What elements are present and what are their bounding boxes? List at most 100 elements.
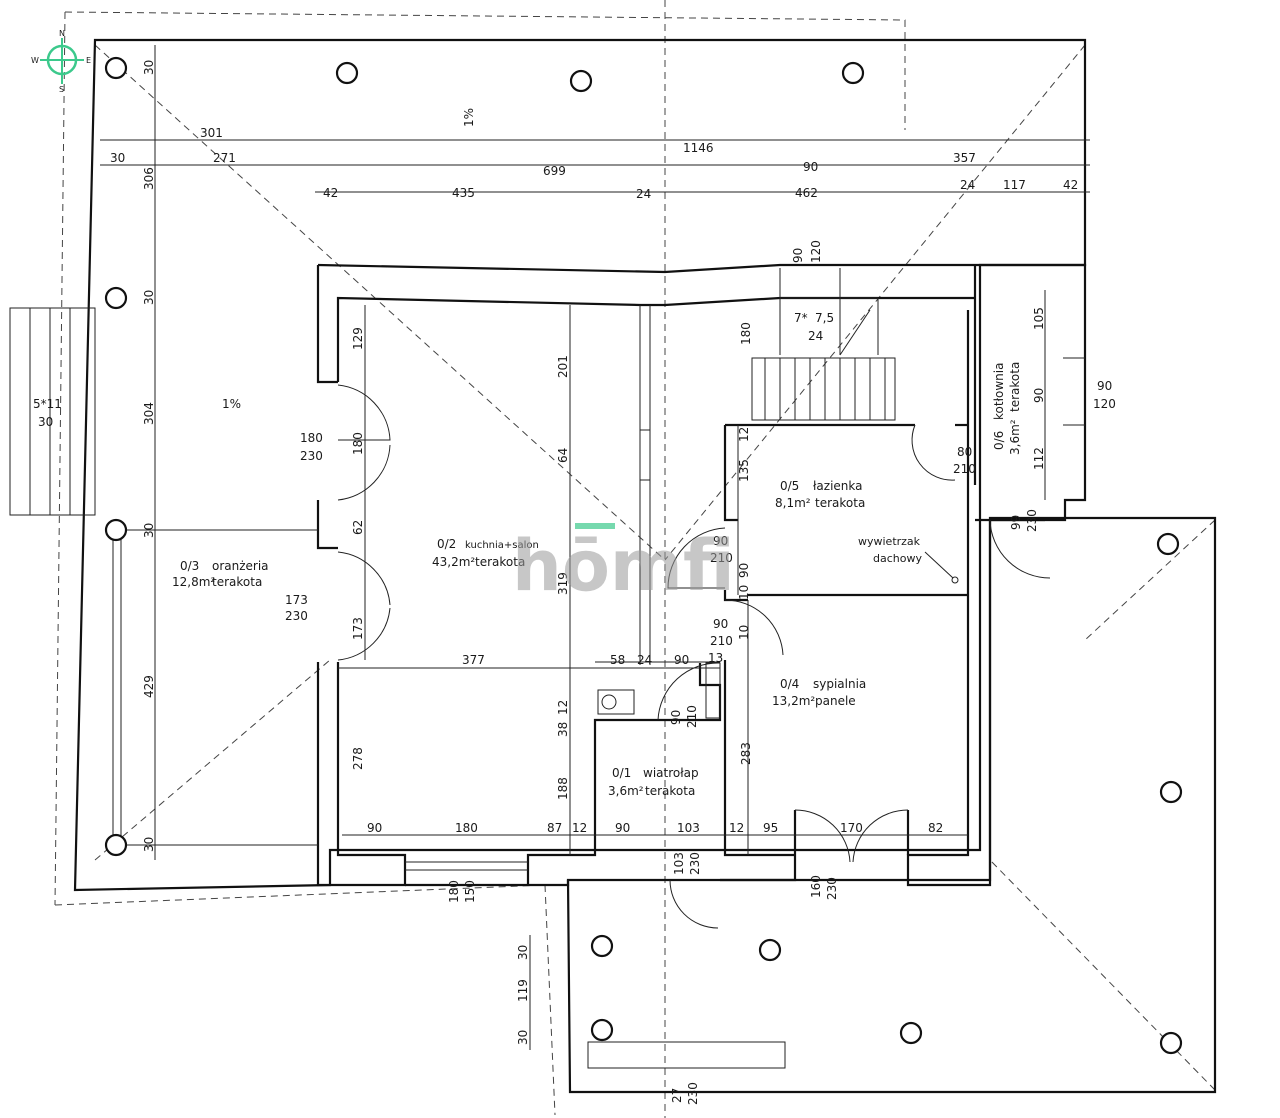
room-area: 8,1m² xyxy=(775,496,811,510)
dim-label: 357 xyxy=(953,151,976,165)
dim-label: 62 xyxy=(351,520,365,535)
dim-label: 90 xyxy=(669,710,683,725)
dim-label: 13 xyxy=(708,651,723,665)
room-name: sypialnia xyxy=(813,677,866,691)
dim-label: 103 xyxy=(672,852,686,875)
dim-label: 117 xyxy=(1003,178,1026,192)
dim-label: 12 xyxy=(729,821,744,835)
room-label-0-5: 0/5 łazienka 8,1m² terakota xyxy=(775,479,865,510)
room-finish: terakota xyxy=(1008,362,1022,412)
bottom-dimensions: 90 180 87 12 90 103 12 95 170 82 xyxy=(367,821,943,835)
room-finish: terakota xyxy=(815,496,865,510)
dim-label: 30 xyxy=(516,1030,530,1045)
stair-left-label: 5*11 xyxy=(33,397,62,411)
dim-label: 42 xyxy=(1063,178,1078,192)
compass-w: W xyxy=(31,56,39,65)
dim-label: 90 xyxy=(713,617,728,631)
room-name: kotłownia xyxy=(992,363,1006,420)
dim-label: 12 xyxy=(556,700,570,715)
dim-label: 30 xyxy=(142,290,156,305)
room-area: 12,8m² xyxy=(172,575,215,589)
room-number: 0/4 xyxy=(780,677,799,691)
dim-label: 30 xyxy=(516,945,530,960)
dim-label: 12 xyxy=(572,821,587,835)
dim-label: 429 xyxy=(142,675,156,698)
vent-label-2: dachowy xyxy=(873,552,922,565)
room-name: kuchnia+salon xyxy=(465,540,539,551)
dim-label: 271 xyxy=(213,151,236,165)
dim-label: 99 xyxy=(1009,515,1023,530)
compass-icon: N S E W xyxy=(31,29,91,94)
compass-e: E xyxy=(86,56,91,65)
dim-label: 210 xyxy=(710,634,733,648)
dim-label: 301 xyxy=(200,126,223,140)
dim-label: 90 xyxy=(737,563,751,578)
dim-label: 87 xyxy=(547,821,562,835)
room-label-0-3: 0/3 oranżeria 12,8m² terakota xyxy=(172,559,269,589)
dim-label: 10 xyxy=(737,625,751,640)
room-finish: panele xyxy=(815,694,856,708)
dim-label: 90 xyxy=(1097,379,1112,393)
dim-label: 230 xyxy=(688,852,702,875)
dim-label: 90 xyxy=(713,534,728,548)
room-finish: terakota xyxy=(645,784,695,798)
vent-annotation: wywietrzak dachowy xyxy=(858,535,959,584)
dim-label: 120 xyxy=(809,240,823,263)
left-dimensions: 30 306 30 304 30 429 30 xyxy=(142,60,156,852)
dim-label: 201 xyxy=(556,355,570,378)
room-label-0-4: 0/4 sypialnia 13,2m² panele xyxy=(772,677,866,708)
dim-label: 30 xyxy=(142,837,156,852)
room-label-0-6: 0/6 kotłownia 3,6m² terakota xyxy=(992,362,1022,455)
dim-label: 90 xyxy=(803,160,818,174)
compass-s: S xyxy=(59,85,64,94)
opening-dimensions: 90 120 180 230 180 173 230 90 210 90 210… xyxy=(285,240,1116,1105)
room-name: wiatrołap xyxy=(643,766,699,780)
dim-label: 58 xyxy=(610,653,625,667)
stair-left-sub: 30 xyxy=(38,415,53,429)
dim-label: 180 xyxy=(351,432,365,455)
dim-label: 24 xyxy=(636,187,651,201)
stair-main-2: 7,5 xyxy=(815,311,834,325)
dim-label: 12 xyxy=(737,427,751,442)
dim-label: 462 xyxy=(795,186,818,200)
dim-label: 90 xyxy=(615,821,630,835)
room-label-0-1: 0/1 wiatrołap 3,6m² terakota xyxy=(608,766,699,798)
dim-label: 210 xyxy=(953,462,976,476)
dim-label: 27 xyxy=(670,1088,684,1103)
dim-label: 30 xyxy=(142,523,156,538)
dim-label: 173 xyxy=(285,593,308,607)
dim-label: 180 xyxy=(455,821,478,835)
dim-label: 210 xyxy=(710,551,733,565)
dim-label: 304 xyxy=(142,402,156,425)
stair-main-1: 7* xyxy=(794,311,808,325)
main-staircase xyxy=(751,268,896,421)
dim-label: 42 xyxy=(323,186,338,200)
dim-label: 306 xyxy=(142,167,156,190)
homfi-watermark: hōmfi xyxy=(512,523,735,607)
room-area: 3,6m² xyxy=(608,784,644,798)
room-number: 0/3 xyxy=(180,559,199,573)
dim-label: 283 xyxy=(739,742,753,765)
room-area: 43,2m² xyxy=(432,555,475,569)
dim-label: 210 xyxy=(685,705,699,728)
vent-label-1: wywietrzak xyxy=(858,535,921,548)
dim-label: 180 xyxy=(739,322,753,345)
room-number: 0/1 xyxy=(612,766,631,780)
dim-label: 377 xyxy=(462,653,485,667)
dim-label: 90 xyxy=(367,821,382,835)
room-number: 0/6 xyxy=(992,431,1006,450)
dim-label: 699 xyxy=(543,164,566,178)
dim-label: 90 xyxy=(674,653,689,667)
interior-lines xyxy=(595,305,721,719)
room-finish: terakota xyxy=(212,575,262,589)
dim-label: 180 xyxy=(300,431,323,445)
dim-label: 95 xyxy=(763,821,778,835)
dim-label: 230 xyxy=(285,609,308,623)
dim-label: 173 xyxy=(351,617,365,640)
dim-label: 82 xyxy=(928,821,943,835)
room-name: łazienka xyxy=(813,479,862,493)
dim-label: 80 xyxy=(957,445,972,459)
dim-label: 24 xyxy=(637,653,652,667)
interior-dimensions: 129 62 173 278 201 64 319 12 38 188 377 … xyxy=(351,307,1046,800)
